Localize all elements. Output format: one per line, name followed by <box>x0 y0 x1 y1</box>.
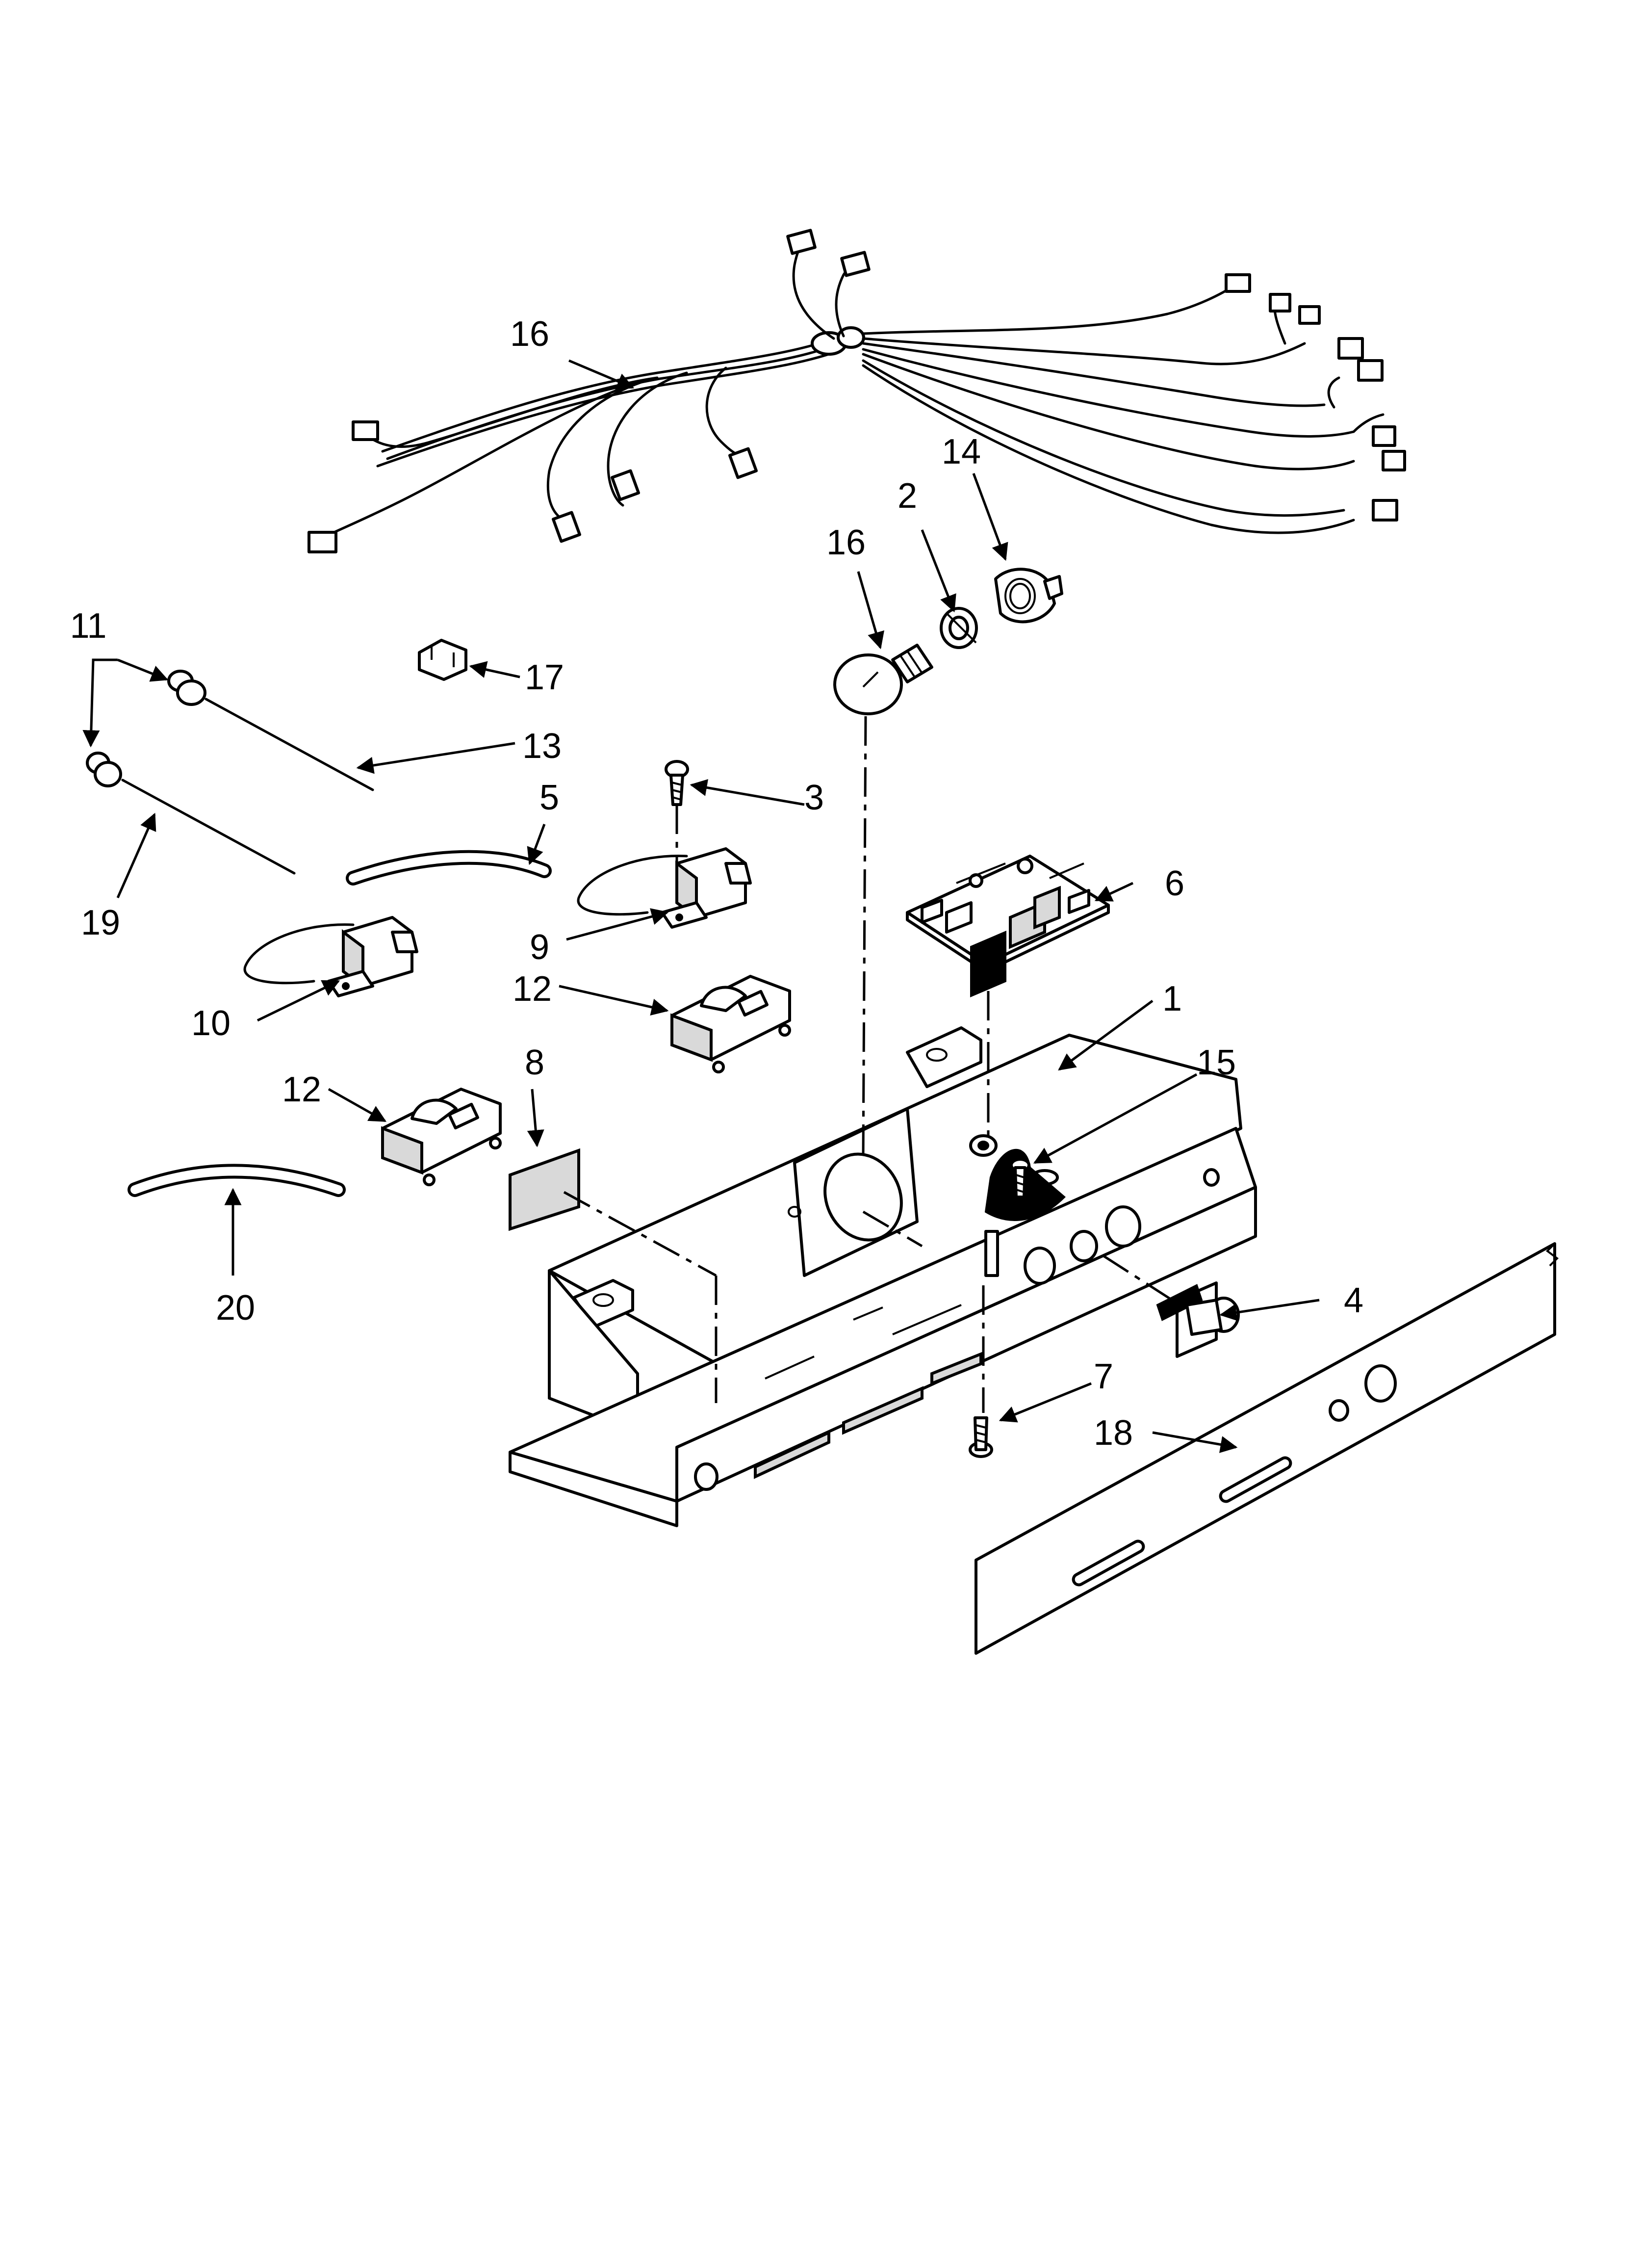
callout-12-upper: 12 <box>513 969 552 1009</box>
callout-13: 13 <box>522 727 562 766</box>
callout-1: 1 <box>1162 979 1182 1018</box>
control-housing-1[interactable] <box>509 1026 1257 1527</box>
lamp-socket-housing-14[interactable] <box>994 568 1063 624</box>
callout-5: 5 <box>539 778 559 817</box>
label-8[interactable] <box>509 1148 580 1231</box>
callout-18: 18 <box>1094 1413 1133 1453</box>
wire-harness[interactable] <box>308 229 1406 553</box>
callout-19: 19 <box>81 903 120 942</box>
callout-numbers: 16 14 2 16 11 17 13 3 5 19 6 9 12 1 10 1… <box>70 314 1363 1453</box>
callout-4: 4 <box>1344 1281 1363 1320</box>
lamp-socket-2[interactable] <box>940 607 978 649</box>
callout-6: 6 <box>1165 864 1184 903</box>
assembly-lines <box>563 716 1173 1413</box>
drain-tube-20[interactable] <box>128 1164 346 1197</box>
control-knob-4[interactable] <box>1156 1281 1240 1358</box>
callout-17: 17 <box>525 658 564 697</box>
capillary-tube-13[interactable] <box>167 670 374 791</box>
callout-20: 20 <box>216 1288 255 1328</box>
damper-15[interactable] <box>984 1148 1066 1221</box>
switch-9[interactable] <box>577 805 752 929</box>
callout-9: 9 <box>530 928 549 967</box>
screw-7[interactable] <box>969 1416 993 1458</box>
callout-7: 7 <box>1094 1357 1113 1396</box>
control-board-6[interactable] <box>906 855 1110 998</box>
capillary-tube-19[interactable] <box>86 752 296 875</box>
callout-11: 11 <box>70 606 107 646</box>
lamp-bulb-16[interactable] <box>833 644 933 715</box>
front-cover-18[interactable] <box>975 1242 1559 1655</box>
callout-3: 3 <box>804 778 824 817</box>
drain-tube-5[interactable] <box>346 850 552 886</box>
callout-14: 14 <box>942 432 981 471</box>
callout-12-lower: 12 <box>282 1070 321 1109</box>
callout-8: 8 <box>525 1043 544 1082</box>
screw-3[interactable] <box>665 760 689 806</box>
callout-2: 2 <box>898 476 917 516</box>
callout-10: 10 <box>191 1004 231 1043</box>
bracket-12-lower[interactable] <box>381 1088 502 1186</box>
callout-16-bulb: 16 <box>826 523 866 562</box>
clip-17[interactable] <box>418 639 467 681</box>
harness-connector <box>352 420 379 441</box>
leader-arrows <box>82 359 1320 1453</box>
callout-15: 15 <box>1197 1043 1236 1082</box>
bracket-12-upper[interactable] <box>670 975 791 1073</box>
callout-16-harness: 16 <box>510 314 549 354</box>
